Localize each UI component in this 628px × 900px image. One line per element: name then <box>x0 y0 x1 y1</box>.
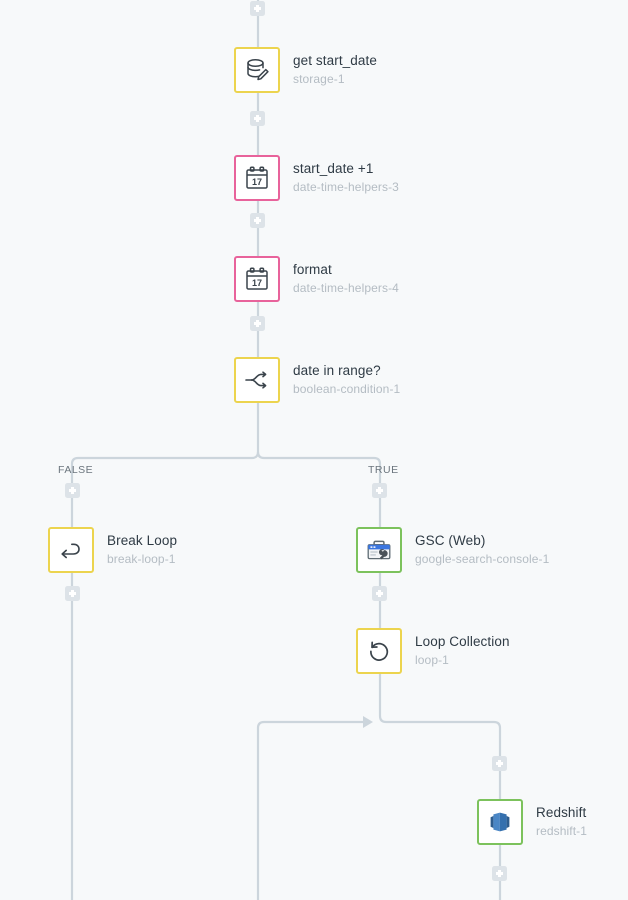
add-node-button-true[interactable] <box>372 483 387 498</box>
add-node-button-2[interactable] <box>250 213 265 228</box>
add-node-button-redshift[interactable] <box>492 866 507 881</box>
node-date-time-helpers-4[interactable]: 17 format date-time-helpers-4 <box>234 256 399 302</box>
node-redshift-1[interactable]: Redshift redshift-1 <box>477 799 587 845</box>
node-icon-box[interactable] <box>356 628 402 674</box>
loop-back-arrowhead <box>363 716 373 728</box>
node-title: Redshift <box>536 805 587 821</box>
database-pencil-icon <box>247 59 269 81</box>
node-label-group: Break Loop break-loop-1 <box>107 533 177 566</box>
svg-text:17: 17 <box>252 278 262 288</box>
node-subtitle: break-loop-1 <box>107 552 176 567</box>
node-google-search-console-1[interactable]: GSC (Web) google-search-console-1 <box>356 527 549 573</box>
calendar-17-icon: 17 <box>246 267 268 290</box>
node-loop-1[interactable]: Loop Collection loop-1 <box>356 628 510 674</box>
node-label-group: date in range? boolean-condition-1 <box>293 363 400 396</box>
google-search-console-icon <box>367 540 391 560</box>
node-subtitle: date-time-helpers-3 <box>293 180 399 195</box>
node-label-group: format date-time-helpers-4 <box>293 262 399 295</box>
loop-circle-arrow-icon <box>370 641 389 661</box>
node-subtitle: google-search-console-1 <box>415 552 550 567</box>
add-node-button-1[interactable] <box>250 111 265 126</box>
node-label-group: start_date +1 date-time-helpers-3 <box>293 161 399 194</box>
node-icon-box[interactable]: 17 <box>234 155 280 201</box>
branch-split-icon <box>245 371 267 389</box>
true-branch-label: TRUE <box>368 464 399 476</box>
add-node-button-top[interactable] <box>250 1 265 16</box>
node-storage-1[interactable]: get start_date storage-1 <box>234 47 377 93</box>
node-label-group: GSC (Web) google-search-console-1 <box>415 533 549 566</box>
node-icon-box[interactable] <box>356 527 402 573</box>
node-icon-box[interactable]: 17 <box>234 256 280 302</box>
node-subtitle: loop-1 <box>415 653 449 668</box>
node-icon-box[interactable] <box>48 527 94 573</box>
redshift-icon <box>490 812 510 832</box>
node-icon-box[interactable] <box>234 47 280 93</box>
add-node-button-gsc[interactable] <box>372 586 387 601</box>
node-break-loop-1[interactable]: Break Loop break-loop-1 <box>48 527 177 573</box>
node-icon-box[interactable] <box>234 357 280 403</box>
node-boolean-condition-1[interactable]: date in range? boolean-condition-1 <box>234 357 400 403</box>
node-subtitle: redshift-1 <box>536 824 588 839</box>
add-node-button-break-loop[interactable] <box>65 586 80 601</box>
node-title: GSC (Web) <box>415 533 486 549</box>
node-subtitle: boolean-condition-1 <box>293 382 401 397</box>
node-title: get start_date <box>293 53 377 69</box>
false-branch-label: FALSE <box>58 464 94 476</box>
node-label-group: get start_date storage-1 <box>293 53 377 86</box>
calendar-17-icon: 17 <box>246 166 268 189</box>
node-title: format <box>293 262 332 278</box>
svg-text:17: 17 <box>252 177 262 187</box>
break-loop-arrow-icon <box>61 543 80 559</box>
node-title: Break Loop <box>107 533 178 549</box>
node-date-time-helpers-3[interactable]: 17 start_date +1 date-time-helpers-3 <box>234 155 399 201</box>
node-icon-box[interactable] <box>477 799 523 845</box>
node-title: start_date +1 <box>293 161 374 177</box>
add-node-button-false[interactable] <box>65 483 80 498</box>
add-node-button-loop[interactable] <box>492 756 507 771</box>
node-title: Loop Collection <box>415 634 510 650</box>
node-label-group: Redshift redshift-1 <box>536 805 587 838</box>
node-label-group: Loop Collection loop-1 <box>415 634 510 667</box>
add-node-button-3[interactable] <box>250 316 265 331</box>
node-subtitle: date-time-helpers-4 <box>293 281 399 296</box>
node-subtitle: storage-1 <box>293 72 345 87</box>
node-title: date in range? <box>293 363 381 379</box>
